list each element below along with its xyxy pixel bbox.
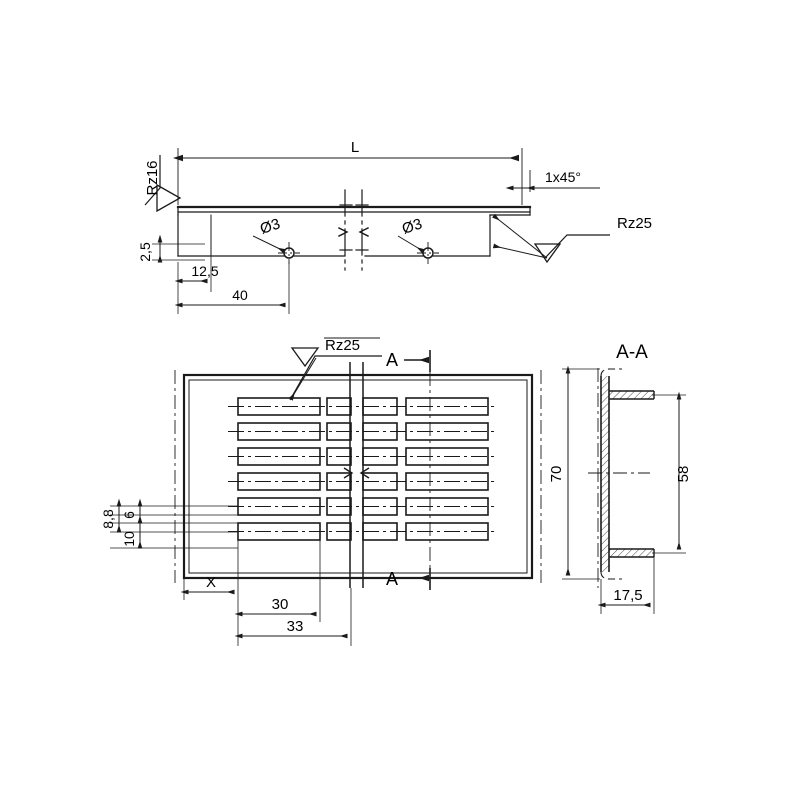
section-face-hatch <box>601 376 609 572</box>
dim-17-5-label: 17,5 <box>613 587 642 604</box>
hole-left-label: Ø3 <box>258 215 282 237</box>
dim-12-5-label: 12,5 <box>191 263 218 279</box>
break-arrow-right <box>358 227 369 237</box>
section-view-group <box>588 368 655 588</box>
rz16-triangle <box>156 183 182 213</box>
dim-58-label: 58 <box>675 466 692 483</box>
hole-left-leader <box>252 235 286 254</box>
hole-left-group <box>252 235 300 264</box>
dim-L-label: L <box>351 139 359 156</box>
chamfer-group <box>505 170 600 192</box>
slot-row <box>228 522 498 541</box>
rz25-front-arrow <box>288 357 317 401</box>
front-break-arrow-l <box>343 467 354 479</box>
hole-right-leader <box>397 235 425 254</box>
front-outer-frame <box>182 373 534 580</box>
front-break-arrow-r <box>359 467 370 479</box>
dim-33-group <box>234 588 352 646</box>
rz25-front-symbol-group <box>288 347 382 401</box>
rz25-top-symbol-group <box>492 213 610 264</box>
section-top-flange-hatch <box>609 391 654 399</box>
rz25-top-leader <box>544 234 610 259</box>
section-view-title: A-A <box>616 342 648 363</box>
rz16-leader <box>144 155 161 206</box>
rz25-leader-to-side-face <box>492 243 548 259</box>
dim-2-5-label: 2,5 <box>137 242 153 262</box>
section-corner-top <box>600 368 622 377</box>
dim-40-group <box>174 262 290 314</box>
hole-right-group <box>397 235 439 264</box>
rz25-front-label: Rz25 <box>325 337 360 354</box>
rz25-front-leader <box>289 355 382 401</box>
dim-70-group <box>562 365 600 580</box>
dim-40-label: 40 <box>232 287 248 303</box>
rz25-top-label: Rz25 <box>617 215 652 232</box>
rz16-label: Rz16 <box>144 160 161 195</box>
section-bot-flange-hatch <box>609 549 654 557</box>
top-view-group <box>176 189 532 271</box>
section-corner-bottom <box>600 571 622 580</box>
dim-17-5-group <box>597 557 655 614</box>
slot-row <box>228 447 498 466</box>
dim-70-label: 70 <box>548 466 565 483</box>
slot-row <box>228 397 498 416</box>
dim-6-label: 6 <box>121 511 137 519</box>
slot-row <box>228 472 498 491</box>
slot-row <box>228 497 498 516</box>
rz16-symbol-group <box>144 155 182 213</box>
dim-33-label: 33 <box>287 618 304 635</box>
dim-X-label: X <box>206 574 216 591</box>
dim-12-5-group <box>174 256 212 292</box>
dim-X-group <box>180 540 239 600</box>
dim-58-group <box>652 391 686 554</box>
break-arrow-left <box>338 227 349 237</box>
dim-30-group <box>234 540 321 622</box>
dim-30-label: 30 <box>272 596 289 613</box>
dim-L-group <box>173 148 523 205</box>
dim-2-5-group <box>152 234 205 263</box>
front-left-dims-group <box>110 498 238 549</box>
rz25-leader-to-top-face <box>492 213 548 259</box>
rz25-front-triangle <box>290 347 320 368</box>
hole-right-label: Ø3 <box>400 215 424 237</box>
section-label-bottom: A <box>386 569 398 589</box>
section-mark-top-group <box>404 350 431 578</box>
section-label-top: A <box>386 350 398 370</box>
dim-10-label: 10 <box>121 531 137 547</box>
chamfer-label: 1x45° <box>545 169 581 185</box>
section-mark-bottom-group <box>404 568 431 590</box>
louvre-slot-grid <box>228 397 498 541</box>
dim-8-8-label: 8,8 <box>100 509 116 529</box>
front-inner-frame <box>188 379 528 574</box>
slot-row <box>228 422 498 441</box>
